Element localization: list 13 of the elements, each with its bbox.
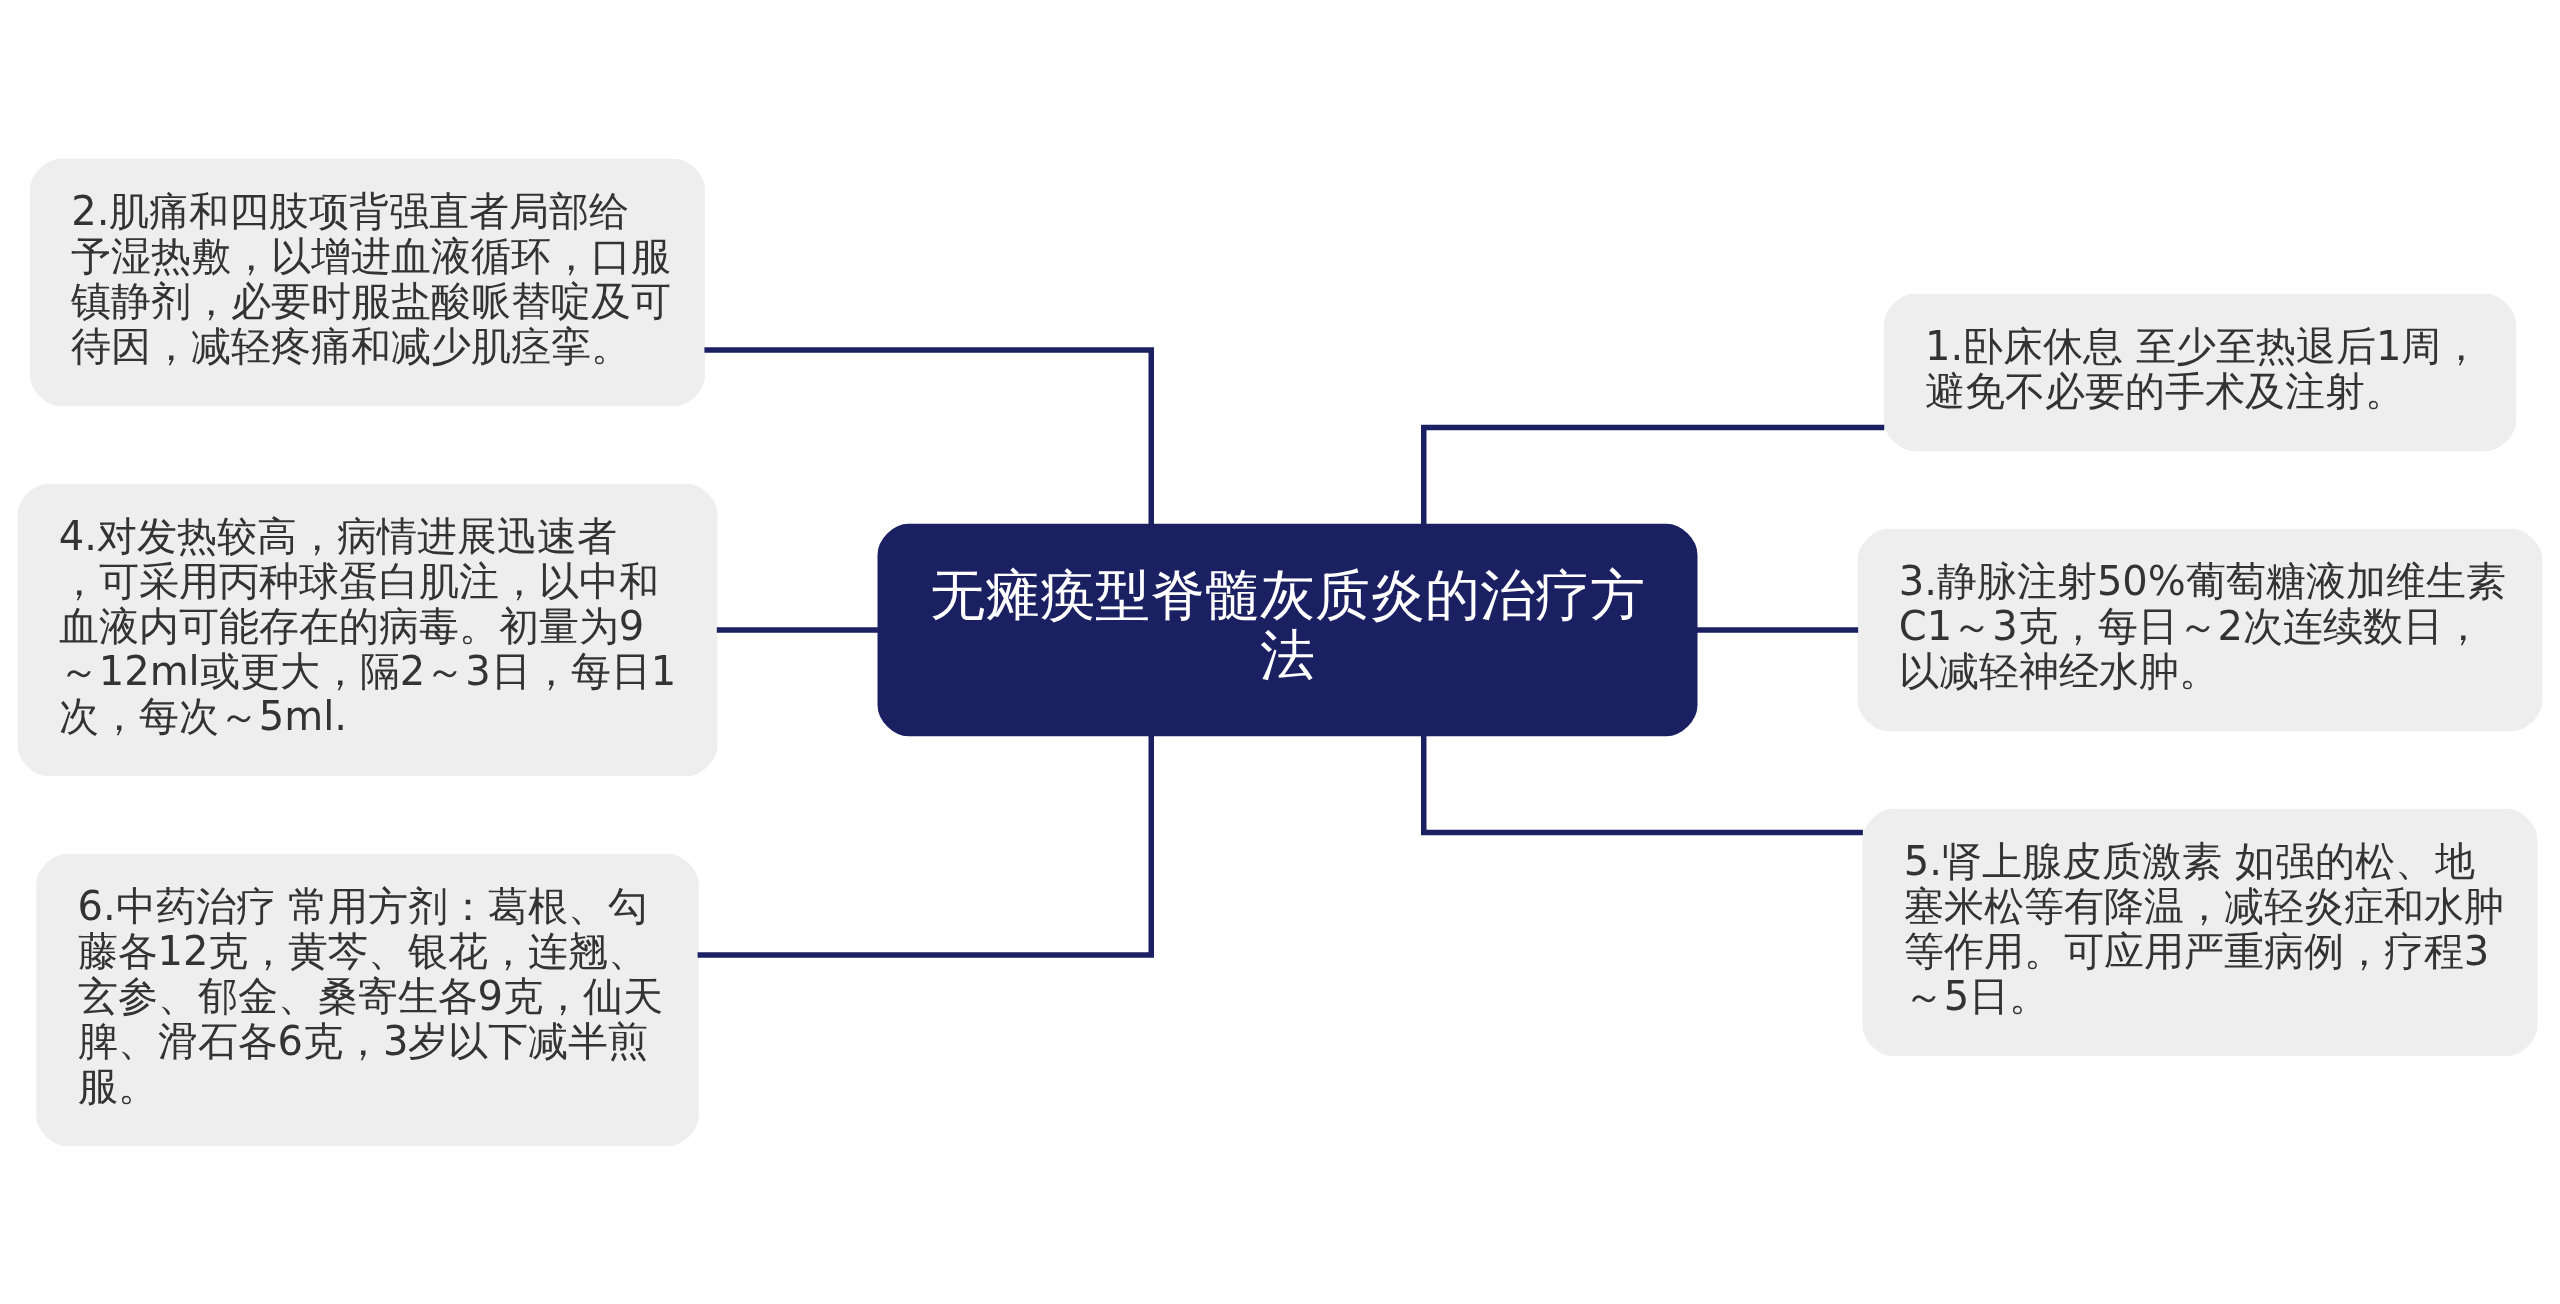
- node-box: 3.静脉注射50%葡萄糖液加维生素C1～3克，每日～2次连续数日，以减轻神经水肿。: [1857, 528, 2543, 731]
- connector: [697, 735, 1154, 958]
- connector: [716, 626, 879, 633]
- node-box: 1.卧床休息 至少至热退后1周，避免不必要的手术及注射。: [1883, 293, 2517, 451]
- node-box: 无瘫痪型脊髓灰质炎的治疗方法: [877, 523, 1698, 736]
- node-box: 4.对发热较高，病情进展迅速者，可采用丙种球蛋白肌注，以中和血液内可能存在的病毒。初量为9～12ml或更大，隔2～3日，每日1次，每次～5ml.: [17, 483, 718, 776]
- connector: [704, 346, 1154, 525]
- node-box: 5.肾上腺皮质激素 如强的松、地塞米松等有降温，减轻炎症和水肿等作用。可应用严重病例，疗程3～5日。: [1862, 808, 2538, 1056]
- node-box: 6.中药治疗 常用方剂：葛根、勾藤各12克，黄芩、银花，连翘、玄参、郁金、桑寄生各9克，仙天脾、滑石各6克，3岁以下减半煎服。: [36, 853, 699, 1146]
- connector: [1421, 424, 1885, 524]
- connector: [1421, 735, 1863, 835]
- node-box: 2.肌痛和四肢项背强直者局部给予湿热敷，以增进血液循环，口服镇静剂，必要时服盐酸哌替啶及可待因，减轻疼痛和减少肌痉挛。: [30, 158, 705, 406]
- connector: [1696, 626, 1859, 633]
